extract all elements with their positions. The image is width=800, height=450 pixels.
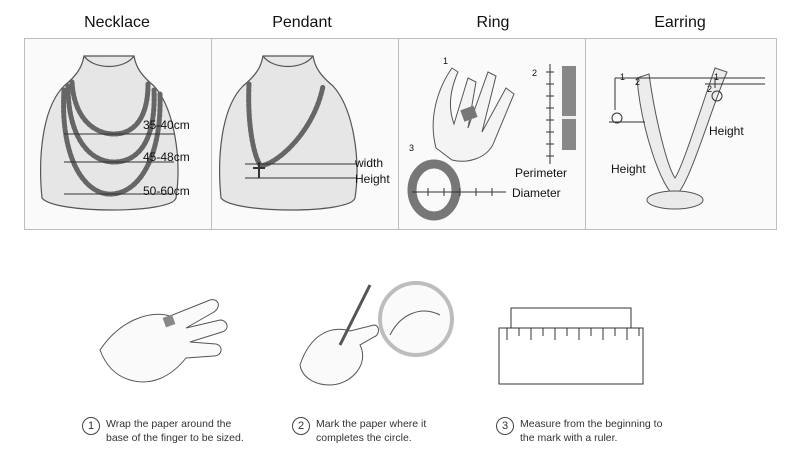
ring-marker-1: 1	[443, 56, 449, 66]
earring-height-left: Height	[611, 162, 646, 176]
step-3-line-2: the mark with a ruler.	[520, 432, 618, 444]
pendant-cross-icon	[253, 162, 265, 178]
earring-marker-2: 2	[635, 77, 641, 87]
necklace-length-2: 45-48cm	[143, 150, 190, 164]
earring-marker-4: 2	[707, 84, 713, 94]
ring-marker-3: 3	[409, 143, 415, 153]
earring-height-right: Height	[709, 124, 744, 138]
ring-title: Ring	[476, 14, 510, 31]
step-1-line-2: base of the finger to be sized.	[106, 432, 244, 444]
step-2: 2 Mark the paper where it completes the ci…	[292, 417, 426, 445]
pendant-title: Pendant	[272, 14, 332, 31]
wrap-finger-illustration	[99, 299, 228, 383]
ring-diameter-label: Diameter	[512, 186, 561, 200]
step-2-number: 2	[292, 417, 310, 435]
step-1: 1 Wrap the paper around the base of the fi…	[82, 417, 244, 445]
ring-marker-2: 2	[532, 68, 538, 78]
ring-measure-illustration	[407, 64, 576, 221]
pendant-height-label: Height	[355, 172, 390, 186]
earring-marker-1: 1	[620, 72, 626, 82]
earring-stand-illustration	[609, 67, 765, 210]
step-1-number: 1	[82, 417, 100, 435]
ring-perimeter-label: Perimeter	[515, 166, 568, 180]
mark-paper-illustration	[299, 281, 454, 386]
necklace-title: Necklace	[84, 14, 150, 31]
step-2-line-2: completes the circle.	[316, 432, 412, 444]
necklace-bust-illustration	[40, 55, 179, 211]
necklace-length-3: 50-60cm	[143, 184, 190, 198]
step-1-line-1: Wrap the paper around the	[106, 418, 232, 430]
pendant-width-label: width	[355, 156, 384, 170]
earring-title: Earring	[654, 14, 706, 31]
step-3-line-1: Measure from the beginning to	[520, 418, 663, 430]
necklace-length-1: 35-40cm	[143, 118, 190, 132]
pendant-bust-illustration	[219, 55, 358, 211]
earring-marker-3: 1	[714, 72, 720, 82]
step-3-number: 3	[496, 417, 514, 435]
step-2-line-1: Mark the paper where it	[316, 418, 427, 430]
ruler-measure-illustration	[498, 307, 644, 385]
step-3: 3 Measure from the beginning to the mark w…	[496, 417, 662, 445]
